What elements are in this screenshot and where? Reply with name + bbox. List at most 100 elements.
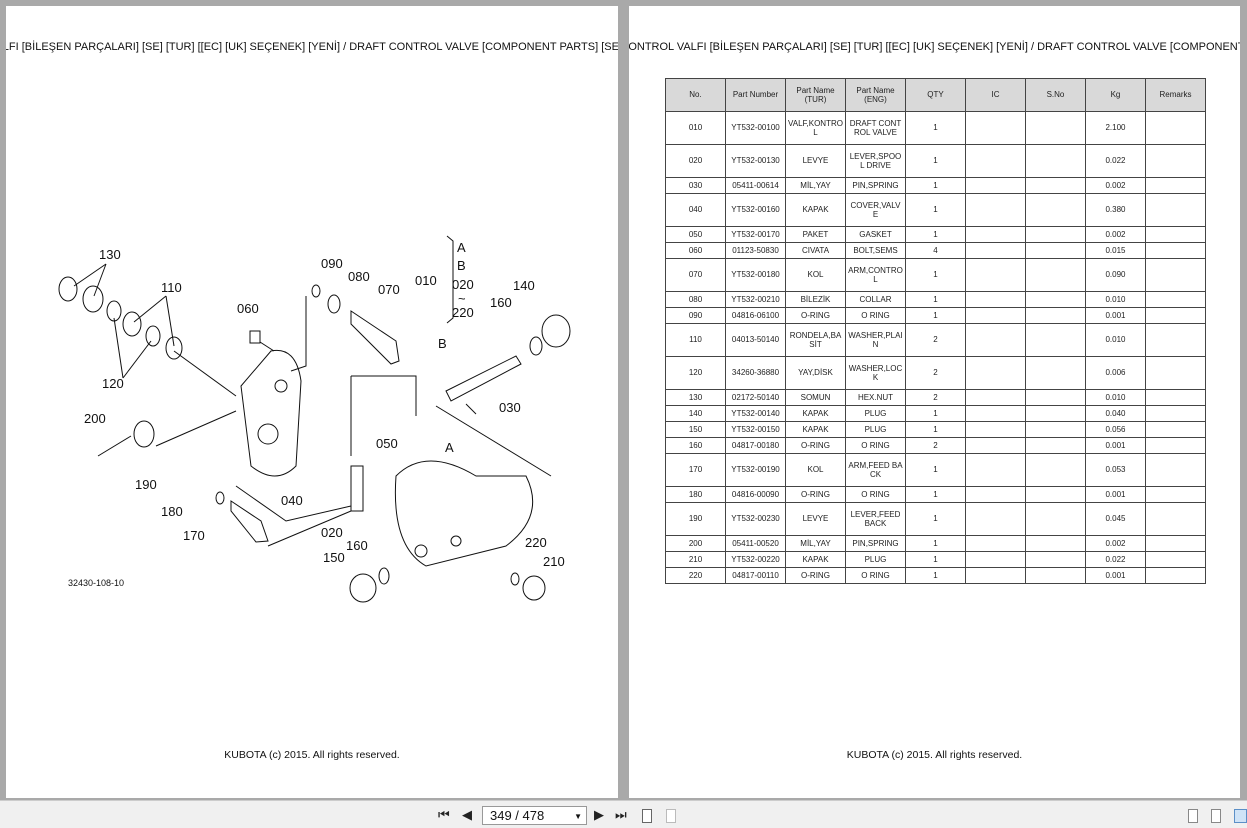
last-page-button[interactable]: ⏭ [615, 807, 627, 822]
single-page-view-icon[interactable] [1188, 809, 1198, 823]
column-header: QTY [905, 78, 966, 112]
callout-label: 040 [281, 493, 303, 508]
table-cell: 030 [665, 177, 726, 194]
column-header: Part Name (ENG) [845, 78, 906, 112]
table-cell: 150 [665, 421, 726, 438]
callout-label: 140 [513, 278, 535, 293]
callout-label: 020 [321, 525, 343, 540]
table-cell: YT532-00180 [725, 258, 786, 292]
column-header: Part Name (TUR) [785, 78, 846, 112]
table-cell: 010 [665, 111, 726, 145]
table-cell: O-RING [785, 486, 846, 503]
table-cell: 2 [905, 356, 966, 390]
table-cell [965, 453, 1026, 487]
column-header: IC [965, 78, 1026, 112]
callout-label: 030 [499, 400, 521, 415]
bottom-toolbar: ⏮ ◀ 349 / 478▼ ▶ ⏭ [0, 800, 1247, 828]
table-cell: 1 [905, 144, 966, 178]
table-cell: YT532-00230 [725, 502, 786, 536]
table-cell [1025, 567, 1086, 584]
table-cell: 1 [905, 535, 966, 552]
table-cell [1025, 502, 1086, 536]
table-cell: PLUG [845, 551, 906, 568]
table-cell [965, 144, 1026, 178]
table-cell [965, 242, 1026, 259]
table-cell [1145, 291, 1206, 308]
table-cell: 0.001 [1085, 567, 1146, 584]
table-cell: 0.002 [1085, 535, 1146, 552]
table-cell [1145, 421, 1206, 438]
previous-page-button[interactable]: ◀ [462, 807, 472, 822]
go-forward-view-icon[interactable] [666, 809, 676, 823]
table-cell: 200 [665, 535, 726, 552]
table-cell: KAPAK [785, 405, 846, 422]
table-cell: YT532-00170 [725, 226, 786, 243]
table-cell: YT532-00160 [725, 193, 786, 227]
table-cell [1145, 258, 1206, 292]
table-cell [965, 421, 1026, 438]
next-page-button[interactable]: ▶ [594, 807, 604, 822]
table-cell: LEVER,FEED BACK [845, 502, 906, 536]
table-cell [1145, 356, 1206, 390]
table-cell [1025, 389, 1086, 406]
table-cell [965, 437, 1026, 454]
table-cell: PLUG [845, 405, 906, 422]
table-cell: YT532-00190 [725, 453, 786, 487]
table-cell [1145, 405, 1206, 422]
table-cell: 070 [665, 258, 726, 292]
table-cell [965, 486, 1026, 503]
table-cell [1145, 323, 1206, 357]
page-number-select[interactable]: 349 / 478▼ [482, 806, 587, 825]
table-cell: YAY,DİSK [785, 356, 846, 390]
two-page-view-icon[interactable] [1234, 809, 1247, 823]
callout-label: A [457, 240, 466, 255]
table-cell: MİL,YAY [785, 177, 846, 194]
table-cell [1145, 144, 1206, 178]
callout-label: 010 [415, 273, 437, 288]
callout-label: 160 [346, 538, 368, 553]
callout-label: 090 [321, 256, 343, 271]
go-back-view-icon[interactable] [642, 809, 652, 823]
table-cell [1145, 389, 1206, 406]
table-cell: 0.001 [1085, 486, 1146, 503]
table-cell [965, 323, 1026, 357]
table-cell [965, 356, 1026, 390]
table-cell: 1 [905, 551, 966, 568]
callout-label: 130 [99, 247, 121, 262]
table-cell [1025, 226, 1086, 243]
continuous-view-icon[interactable] [1211, 809, 1221, 823]
table-cell: 34260-36880 [725, 356, 786, 390]
table-cell [1145, 193, 1206, 227]
table-cell [1145, 453, 1206, 487]
table-cell: MİL,YAY [785, 535, 846, 552]
table-cell: 0.040 [1085, 405, 1146, 422]
table-cell [1145, 535, 1206, 552]
column-header: Part Number [725, 78, 786, 112]
table-cell: 090 [665, 307, 726, 324]
first-page-button[interactable]: ⏮ [438, 807, 450, 822]
table-cell: YT532-00220 [725, 551, 786, 568]
callout-label: 220 [525, 535, 547, 550]
table-cell: O RING [845, 437, 906, 454]
table-cell [1025, 144, 1086, 178]
left-page: KONTROL VALFI [BİLEŞEN PARÇALARI] [SE] [… [6, 6, 618, 798]
table-cell: 04013-50140 [725, 323, 786, 357]
table-cell: BOLT,SEMS [845, 242, 906, 259]
table-cell [1145, 486, 1206, 503]
table-cell: 220 [665, 567, 726, 584]
table-cell: 0.045 [1085, 502, 1146, 536]
table-cell [1025, 356, 1086, 390]
callout-label: 110 [161, 280, 182, 295]
table-cell [1025, 486, 1086, 503]
